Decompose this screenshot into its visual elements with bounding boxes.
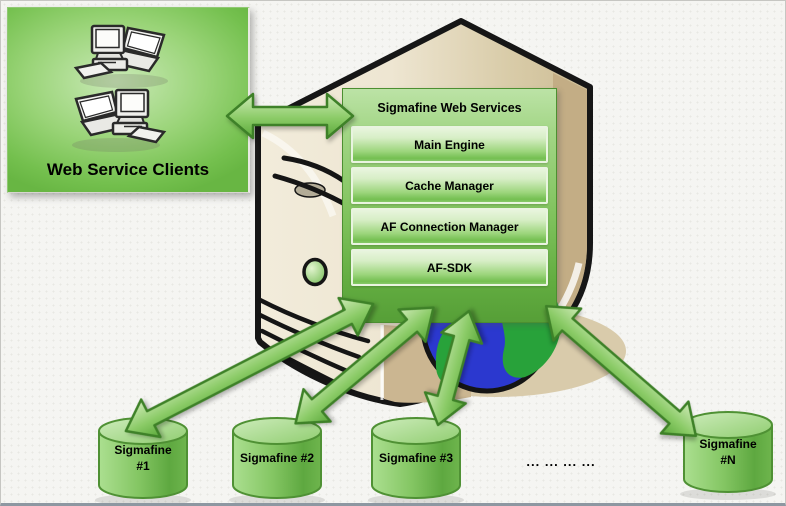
database-cylinder-n	[680, 411, 776, 500]
module-cache-manager: Cache Manager	[351, 167, 548, 204]
database-label-3: Sigmafine #3	[378, 451, 454, 466]
module-af-sdk: AF-SDK	[351, 249, 548, 286]
web-service-clients-panel: Web Service Clients	[7, 7, 250, 193]
clients-label: Web Service Clients	[46, 160, 210, 179]
database-label-2: Sigmafine #2	[239, 451, 315, 466]
module-af-connection-manager: AF Connection Manager	[351, 208, 548, 245]
more-databases-ellipsis: ... ... ... ...	[526, 453, 596, 469]
module-list: Main Engine Cache Manager AF Connection …	[343, 126, 556, 286]
workstations-icon	[72, 24, 168, 152]
module-main-engine: Main Engine	[351, 126, 548, 163]
sigmafine-services-panel: Sigmafine Web Services Main Engine Cache…	[342, 88, 557, 323]
panel-title: Sigmafine Web Services	[377, 100, 522, 115]
workstation-cluster-2	[72, 88, 167, 152]
database-label-1: Sigmafine #1	[114, 443, 172, 473]
server-power-button	[302, 257, 328, 287]
workstation-cluster-1	[73, 24, 168, 88]
database-label-n: Sigmafine #N	[699, 437, 757, 467]
